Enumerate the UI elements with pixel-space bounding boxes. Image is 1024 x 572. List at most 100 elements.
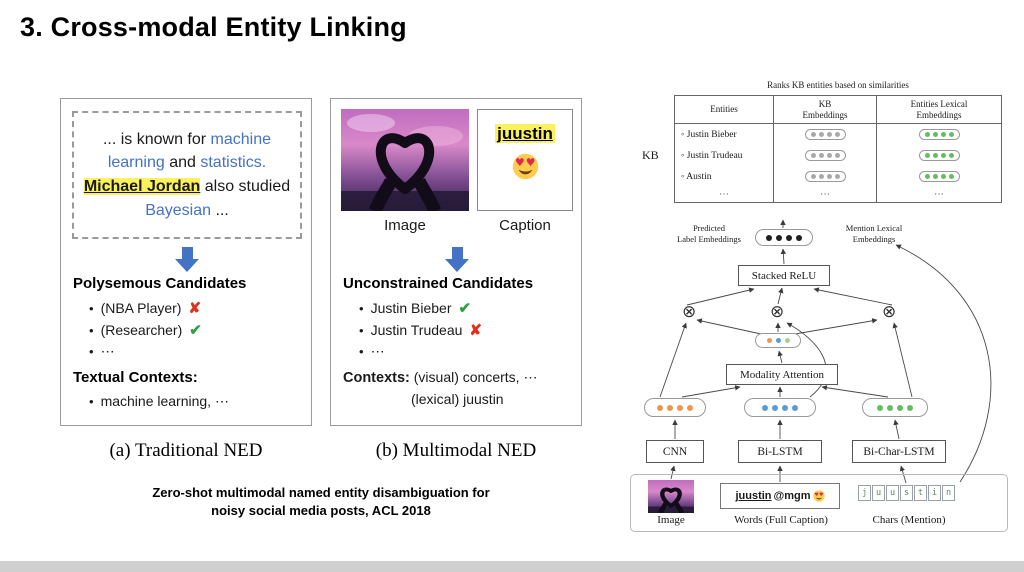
modality-attention-box: Modality Attention [726,364,838,385]
image-feature-vector [644,398,706,417]
lexical-embedding-vector [876,145,1001,166]
lexical-embedding-vector [876,124,1001,145]
mention-lexical-embeddings: Mention Lexical Embeddings [845,223,903,244]
arrow-head [445,259,469,272]
input-chars-label: Chars (Mention) [872,514,946,526]
input-chars-row: j u u s t i n [858,485,955,501]
mention-highlight: juustin [495,124,555,143]
attention-weights-vector [755,333,801,348]
concert-image [341,109,469,211]
bullet: • [89,322,94,338]
candidate-label: Justin Trudeau [370,322,463,338]
entity-highlight: Michael Jordan [83,178,201,195]
context-label: machine learning, ⋯ [100,393,229,409]
candidate-label: ⋯ [100,343,115,359]
entity-mention-blue: machine learning [107,130,272,172]
arrow-shaft [451,247,463,259]
char-cell: u [872,485,885,501]
quote-text: also studied [200,178,291,195]
mention-text: juustin [735,490,772,502]
entity-mention-blue: Bayesian [145,201,212,219]
candidate-item: • Justin Bieber ✔ [359,299,471,317]
candidate-label: (Researcher) [100,322,183,338]
context-item: • machine learning, ⋯ [89,393,229,410]
citation-line-2: noisy social media posts, ACL 2018 [211,502,431,518]
paper-citation: Zero-shot multimodal named entity disamb… [60,484,582,519]
entity-name: ◦ Justin Bieber [681,129,737,140]
input-image-label: Image [657,514,685,526]
cnn-box: CNN [646,440,704,463]
bullet: • [359,344,364,359]
input-words-box: juustin @mgm ♥ ♥ [720,483,840,509]
candidate-item: • Justin Trudeau ✘ [359,321,482,339]
caption-box: juustin ♥ ♥ [477,109,573,211]
candidate-label: (NBA Player) [100,300,182,316]
entity-name: ◦ Justin Trudeau [681,150,743,161]
input-image-thumbnail [648,480,694,513]
char-feature-vector [862,398,928,417]
input-words-label: Words (Full Caption) [734,514,828,526]
heart-hands-silhouette [341,109,469,211]
col-kb-embeddings: KB Embeddings [773,96,876,123]
candidate-item: • (NBA Player) ✘ [89,299,201,317]
candidate-label: ⋯ [370,343,385,359]
kb-embedding-vector [773,124,876,145]
svg-text:♥: ♥ [819,492,823,498]
caption-label: Caption [499,217,551,234]
text-example-box: ... is known for machine learning and st… [72,111,302,239]
image-label: Image [384,217,426,234]
candidate-item: • ⋯ [359,343,385,360]
quote-text: ... is known for [102,130,211,148]
char-cell: j [858,485,871,501]
candidates-title: Polysemous Candidates [73,275,247,292]
contexts-title: Textual Contexts: [73,369,198,386]
bullet: • [89,300,94,316]
contexts-line: Contexts: (visual) concerts, ⋯ [343,369,537,386]
multiply-node-icon: ⊗ [682,302,697,321]
entity-mention-blue: statistics. [200,154,267,172]
check-icon: ✔ [189,322,202,339]
candidate-label: Justin Bieber [370,300,452,316]
heart-hands-silhouette [648,480,694,513]
contexts-value: (lexical) juustin [411,391,504,407]
heart-eyes-emoji: ♥ ♥ [812,490,825,502]
page-title: 3. Cross-modal Entity Linking [20,12,407,42]
char-cell: t [914,485,927,501]
bichar-lstm-box: Bi-Char-LSTM [852,440,946,463]
caption-rest-text: @mgm [773,490,811,502]
ellipsis: ⋯ [773,187,876,202]
predicted-embedding-vector [755,229,813,246]
kb-label: KB [642,148,659,162]
predicted-label-embeddings: Predicted Label Embeddings [677,223,741,244]
bullet: • [89,394,94,409]
citation-line-1: Zero-shot multimodal named entity disamb… [152,485,490,500]
entity-name: ◦ Austin [681,171,712,182]
col-entities: Entities [710,104,738,115]
char-cell: i [928,485,941,501]
lexical-embedding-vector [876,166,1001,187]
inputs-group-box [630,474,1008,532]
bullet: • [359,322,364,338]
panel-b-caption: (b) Multimodal NED [375,440,537,461]
multiply-node-icon: ⊗ [770,302,785,321]
candidate-item: • (Researcher) ✔ [89,321,202,339]
contexts-line: (lexical) juustin [411,391,504,407]
kb-entities-table: Entities KB Embeddings Entities Lexical … [674,95,1002,203]
word-feature-vector [744,398,816,417]
contexts-value: (visual) concerts, ⋯ [413,369,538,385]
char-cell: n [942,485,955,501]
col-lexical-embeddings: Entities Lexical Embeddings [876,96,1001,123]
slide-bottom-edge [0,561,1024,572]
kb-embedding-vector [773,145,876,166]
char-cell: s [900,485,913,501]
cross-icon: ✘ [469,322,482,339]
bullet: • [89,344,94,359]
multiply-node-icon: ⊗ [882,302,897,321]
quote-text: and [164,154,201,172]
contexts-title: Contexts: [343,370,410,386]
panel-a-caption: (a) Traditional NED [109,440,263,461]
ellipsis: ⋯ [719,189,729,200]
example-sentence: ... is known for machine learning and st… [80,128,294,223]
cross-icon: ✘ [188,300,202,317]
